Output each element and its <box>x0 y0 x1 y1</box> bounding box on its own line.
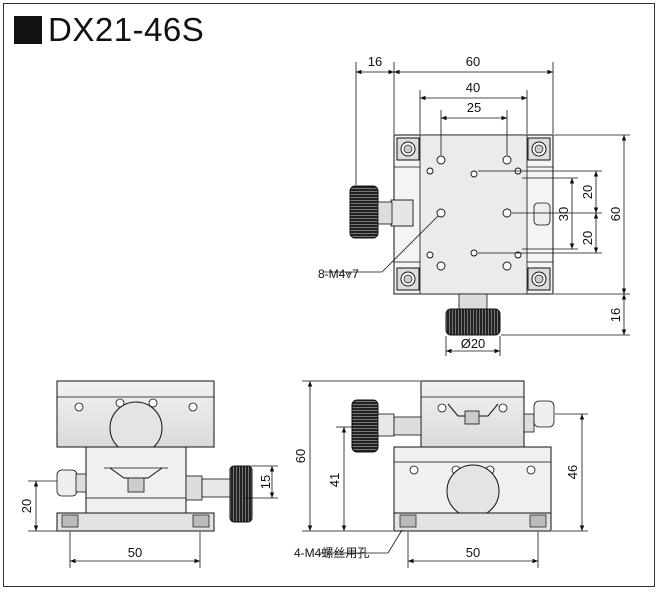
corner-bolts <box>396 137 551 291</box>
dim-20-lower: 20 <box>580 231 595 245</box>
front-dim-50: 50 <box>128 545 142 560</box>
dim-16-bottom: 16 <box>608 308 623 322</box>
dim-diameter-20: Ø20 <box>461 336 486 351</box>
dim-20-upper: 20 <box>580 185 595 199</box>
side-view: 60 41 46 50 4-M4螺丝用孔 <box>293 380 588 568</box>
front-base <box>56 512 215 532</box>
front-dim-15: 15 <box>258 475 273 489</box>
front-round-knob <box>109 401 163 455</box>
dim-40: 40 <box>466 80 480 95</box>
dim-60-right: 60 <box>608 207 623 221</box>
dim-25: 25 <box>467 100 481 115</box>
front-right-knob <box>229 465 253 523</box>
top-bottom-knob <box>445 308 501 336</box>
top-view: 16 60 40 25 20 30 20 60 16 <box>318 54 630 356</box>
side-dim-50: 50 <box>466 545 480 560</box>
top-left-collar <box>390 199 414 227</box>
dim-60-top: 60 <box>466 54 480 69</box>
side-base <box>393 512 552 532</box>
side-dim-46: 46 <box>565 465 580 479</box>
front-dim-20: 20 <box>19 499 34 513</box>
model-number: DX21-46S <box>48 11 205 48</box>
top-right-lock <box>533 202 551 226</box>
side-left-knob <box>351 399 379 453</box>
hole-note: 8-M4⩔7 <box>318 267 359 281</box>
dim-16-left: 16 <box>368 54 382 69</box>
drawing-title: DX21-46S <box>14 10 204 50</box>
front-left-lock <box>56 469 78 497</box>
side-round-knob <box>446 464 500 518</box>
top-left-knob <box>349 185 379 239</box>
side-dim-41: 41 <box>327 473 342 487</box>
side-dim-60: 60 <box>293 449 308 463</box>
dim-30: 30 <box>556 207 571 221</box>
mount-hole-note: 4-M4螺丝用孔 <box>294 546 369 560</box>
title-square-icon <box>14 16 42 44</box>
front-view: 15 20 50 <box>19 380 278 568</box>
side-right-lock <box>533 400 555 428</box>
